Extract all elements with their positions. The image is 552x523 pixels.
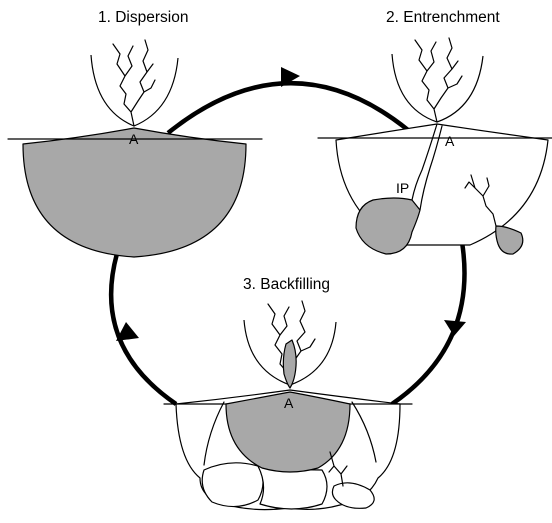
- stage-3-title: 3. Backfilling: [243, 276, 330, 293]
- apex-label-stage-2: A: [445, 133, 455, 149]
- secondary-lobe-stage-2: [495, 225, 524, 255]
- cycle-arc-2-to-3: [390, 241, 467, 406]
- backfilled-channel-stage-3: [282, 339, 297, 389]
- stage-backfilling: 3. Backfilling A: [163, 276, 413, 511]
- cycle-arc-3-to-1: [108, 249, 178, 406]
- incised-channel-stage-2: [411, 123, 438, 201]
- fan-body-stage-1: [22, 127, 247, 258]
- arrowhead-2-to-3: [444, 320, 466, 336]
- fan-segment-left: [203, 401, 225, 466]
- stage-entrenchment: 2. Entrenchment A IP: [317, 9, 552, 255]
- lower-lobe-right: [331, 482, 375, 509]
- fan-segment-right: [351, 401, 377, 463]
- channel-network-stage-3: [267, 300, 316, 386]
- apex-label-stage-1: A: [129, 131, 139, 147]
- lower-lobe-left: [201, 462, 264, 508]
- cycle-arc-1-to-2: [166, 81, 410, 135]
- channel-network-stage-1: [112, 39, 156, 127]
- incised-channel-bank-stage-2: [419, 125, 443, 211]
- arrowhead-1-to-2: [281, 67, 300, 87]
- intersection-point-label: IP: [396, 180, 409, 196]
- stage-1-title: 1. Dispersion: [98, 9, 188, 26]
- channel-network-stage-2: [414, 37, 463, 123]
- cycle-arrows: [108, 67, 467, 406]
- depositional-lobe-stage-2: [355, 197, 421, 255]
- catchment-stage-2: [391, 53, 484, 123]
- secondary-channel-stage-3: [328, 451, 348, 487]
- stage-2-title: 2. Entrenchment: [386, 9, 500, 26]
- arrowhead-3-to-1: [116, 322, 139, 341]
- secondary-catchment-stage-2: [464, 174, 497, 227]
- catchment-stage-1: [90, 54, 179, 127]
- stage-dispersion: 1. Dispersion A: [7, 9, 263, 258]
- fan-fill-stage-3: [225, 391, 351, 473]
- apex-label-stage-3: A: [284, 395, 294, 411]
